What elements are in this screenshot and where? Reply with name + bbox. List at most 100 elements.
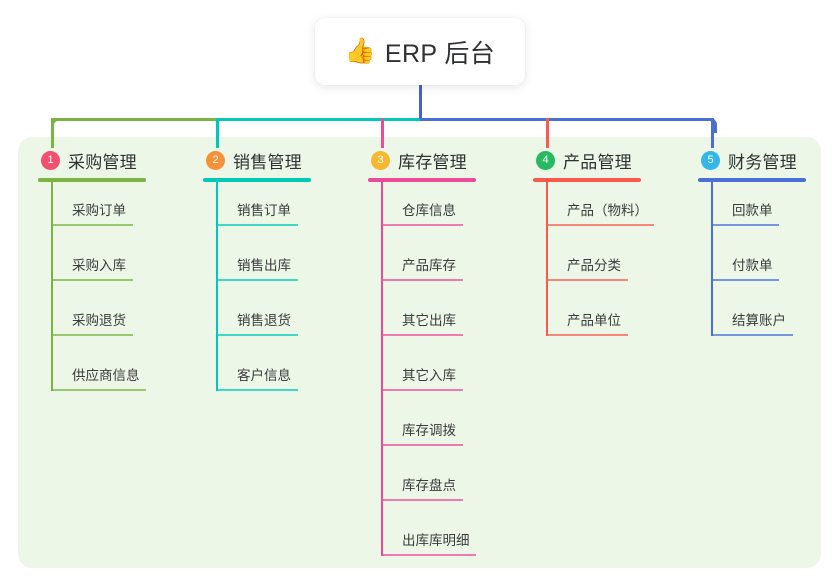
branch-spine-4 — [546, 182, 548, 336]
branch-children-4: 产品（物料） 产品分类产品单位 — [533, 182, 683, 340]
branch-item-label: 销售退货 — [237, 313, 291, 328]
branch-item[interactable]: 产品分类 — [546, 241, 628, 281]
branch-badge-2: 2 — [206, 150, 225, 170]
branch-item-label: 出库库明细 — [402, 533, 470, 548]
branch-item-label: 付款单 — [732, 258, 773, 273]
branch-item[interactable]: 回款单 — [711, 186, 779, 226]
branch-column-3: 3 库存管理仓库信息产品库存其它出库其它入库库存调拨库存盘点出库库明细 — [368, 148, 518, 560]
branch-item[interactable]: 出库库明细 — [381, 516, 476, 556]
branch-item[interactable]: 其它入库 — [381, 351, 463, 391]
branch-item-rule — [216, 279, 298, 281]
branch-children-5: 回款单付款单结算账户 — [698, 182, 839, 340]
branch-item-label: 回款单 — [732, 203, 773, 218]
branch-item-rule — [381, 224, 463, 226]
branch-spine-5 — [711, 182, 713, 336]
root-stem — [419, 85, 422, 121]
branch-title-4: 产品管理 — [563, 152, 632, 172]
branch-title-3: 库存管理 — [398, 152, 467, 172]
branch-header-2[interactable]: 2 销售管理 — [203, 148, 353, 172]
branch-item[interactable]: 产品单位 — [546, 296, 628, 336]
branch-item-label: 库存调拨 — [402, 423, 456, 438]
branch-item[interactable]: 库存盘点 — [381, 461, 463, 501]
branch-drop-5 — [711, 118, 714, 148]
branch-title-5: 财务管理 — [728, 152, 797, 172]
branch-drop-1 — [51, 118, 54, 148]
branch-item-label: 仓库信息 — [402, 203, 456, 218]
branch-title-2: 销售管理 — [233, 152, 302, 172]
branch-item[interactable]: 销售退货 — [216, 296, 298, 336]
root-node[interactable]: 👍 ERP 后台 — [315, 18, 525, 85]
branch-column-2: 2 销售管理销售订单销售出库销售退货客户信息 — [203, 148, 353, 395]
branch-item-label: 供应商信息 — [72, 368, 140, 383]
branch-item-label: 销售订单 — [237, 203, 291, 218]
branch-item[interactable]: 销售出库 — [216, 241, 298, 281]
bus-segment-2 — [216, 118, 420, 121]
branch-column-5: 5 财务管理回款单付款单结算账户 — [698, 148, 839, 340]
branch-item-rule — [381, 389, 463, 391]
branch-children-2: 销售订单销售出库销售退货客户信息 — [203, 182, 353, 395]
branch-children-3: 仓库信息产品库存其它出库其它入库库存调拨库存盘点出库库明细 — [368, 182, 518, 560]
branch-title-1: 采购管理 — [68, 152, 137, 172]
branch-rule-4 — [533, 178, 641, 182]
branch-item-label: 采购订单 — [72, 203, 126, 218]
branch-item-rule — [216, 224, 298, 226]
branch-column-4: 4 产品管理产品（物料） 产品分类产品单位 — [533, 148, 683, 340]
branch-item[interactable]: 采购订单 — [51, 186, 133, 226]
branch-item[interactable]: 产品（物料） — [546, 186, 654, 226]
branch-header-1[interactable]: 1 采购管理 — [38, 148, 188, 172]
branch-item[interactable]: 库存调拨 — [381, 406, 463, 446]
branch-item[interactable]: 结算账户 — [711, 296, 793, 336]
branch-item-label: 库存盘点 — [402, 478, 456, 493]
bus-segment-3 — [420, 118, 714, 121]
branch-item-rule — [381, 444, 463, 446]
branch-drop-4 — [546, 118, 549, 148]
branch-item-rule — [51, 279, 133, 281]
branch-item-rule — [51, 334, 133, 336]
branch-item[interactable]: 产品库存 — [381, 241, 463, 281]
branch-drop-3 — [381, 118, 384, 148]
bus-segment-1 — [51, 118, 216, 121]
branch-children-1: 采购订单采购入库采购退货供应商信息 — [38, 182, 188, 395]
branch-item-label: 结算账户 — [732, 313, 786, 328]
branch-item-rule — [711, 334, 793, 336]
branch-item[interactable]: 采购退货 — [51, 296, 133, 336]
branch-item-label: 产品单位 — [567, 313, 621, 328]
branch-item-rule — [51, 224, 133, 226]
branch-badge-4: 4 — [536, 150, 555, 170]
branch-item-rule — [546, 224, 654, 226]
branch-item-rule — [546, 279, 628, 281]
branch-rule-5 — [698, 178, 806, 182]
thumbs-up-icon: 👍 — [344, 37, 376, 65]
root-title: ERP 后台 — [384, 39, 496, 68]
branch-item[interactable]: 付款单 — [711, 241, 779, 281]
branch-item[interactable]: 其它出库 — [381, 296, 463, 336]
branch-badge-5: 5 — [701, 150, 720, 170]
branch-item-rule — [711, 279, 779, 281]
branch-item-rule — [711, 224, 779, 226]
branch-item-label: 销售出库 — [237, 258, 291, 273]
branch-item[interactable]: 供应商信息 — [51, 351, 146, 391]
branch-item-rule — [381, 499, 463, 501]
branch-badge-1: 1 — [41, 150, 60, 170]
branch-item-label: 采购退货 — [72, 313, 126, 328]
branch-spine-2 — [216, 182, 218, 391]
branch-header-3[interactable]: 3 库存管理 — [368, 148, 518, 172]
branch-spine-1 — [51, 182, 53, 391]
branch-rule-1 — [38, 178, 146, 182]
branch-item-rule — [51, 389, 146, 391]
branch-column-1: 1 采购管理采购订单采购入库采购退货供应商信息 — [38, 148, 188, 395]
branch-item[interactable]: 采购入库 — [51, 241, 133, 281]
branch-rule-2 — [203, 178, 311, 182]
branch-item[interactable]: 客户信息 — [216, 351, 298, 391]
branch-badge-3: 3 — [371, 150, 390, 170]
branch-item-label: 其它入库 — [402, 368, 456, 383]
branch-item[interactable]: 销售订单 — [216, 186, 298, 226]
branch-item-label: 客户信息 — [237, 368, 291, 383]
branch-item-rule — [216, 389, 298, 391]
branch-header-4[interactable]: 4 产品管理 — [533, 148, 683, 172]
branch-item[interactable]: 仓库信息 — [381, 186, 463, 226]
branch-rule-3 — [368, 178, 476, 182]
branch-header-5[interactable]: 5 财务管理 — [698, 148, 839, 172]
branch-item-label: 其它出库 — [402, 313, 456, 328]
